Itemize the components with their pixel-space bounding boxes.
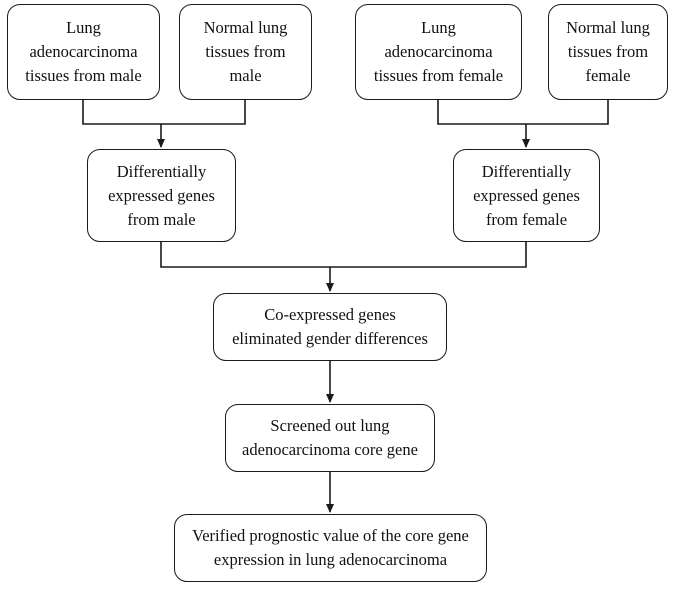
- node-male-normal-tissues: Normal lung tissues from male: [179, 4, 312, 100]
- node-label: Co-expressed genes eliminated gender dif…: [232, 305, 428, 348]
- node-label: Differentially expressed genes from male: [108, 161, 215, 229]
- node-label: Normal lung tissues from female: [566, 18, 650, 85]
- node-label: Screened out lung adenocarcinoma core ge…: [242, 416, 418, 459]
- node-label: Verified prognostic value of the core ge…: [192, 526, 469, 569]
- node-female-normal-tissues: Normal lung tissues from female: [548, 4, 668, 100]
- node-label: Normal lung tissues from male: [203, 18, 288, 85]
- node-screened-core-gene: Screened out lung adenocarcinoma core ge…: [225, 404, 435, 472]
- node-male-tumor-tissues: Lung adenocarcinoma tissues from male: [7, 4, 160, 100]
- connector-deg-merge: [160, 242, 527, 268]
- node-label: Lung adenocarcinoma tissues from female: [373, 18, 504, 85]
- connector-male-inputs: [82, 100, 246, 125]
- node-female-tumor-tissues: Lung adenocarcinoma tissues from female: [355, 4, 522, 100]
- connector-female-inputs: [437, 100, 609, 125]
- node-deg-female: Differentially expressed genes from fema…: [453, 149, 600, 242]
- node-coexpressed-genes: Co-expressed genes eliminated gender dif…: [213, 293, 447, 361]
- node-label: Differentially expressed genes from fema…: [473, 161, 580, 229]
- node-deg-male: Differentially expressed genes from male: [87, 149, 236, 242]
- node-label: Lung adenocarcinoma tissues from male: [25, 18, 142, 85]
- node-verified-prognostic-value: Verified prognostic value of the core ge…: [174, 514, 487, 582]
